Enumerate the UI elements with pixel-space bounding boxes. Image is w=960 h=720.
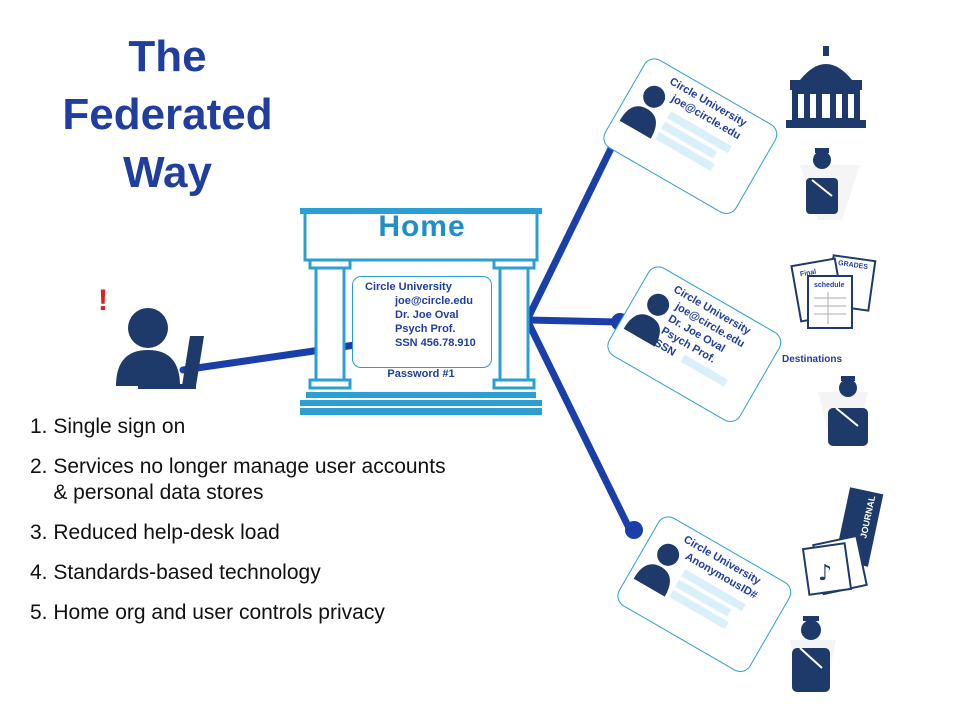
destinations-label: Destinations (782, 354, 843, 365)
service-card-3: Circle University Anonymous ID# (613, 512, 796, 677)
alert-icon: ! (98, 284, 108, 317)
title-line-2: Federated (62, 90, 273, 139)
home-card-email: joe@circle.edu (395, 295, 473, 307)
user-icon (116, 308, 204, 389)
home-password-label: Password #1 (387, 368, 455, 380)
schedule-label: schedule (814, 282, 845, 289)
guard-icon-2 (818, 376, 868, 446)
connector-dot-3 (625, 521, 643, 539)
benefit-3: 3. Reduced help-desk load (30, 521, 280, 544)
home-to-service1-link (524, 126, 624, 322)
guard-icon-1 (806, 148, 838, 214)
service-card-2-person-icon (623, 293, 670, 347)
home-card-name: Dr. Joe Oval (395, 309, 459, 321)
home-building-icon (300, 208, 542, 415)
journal-music-icon: ♪ (801, 487, 884, 596)
service-card-1-person-icon (619, 85, 666, 139)
benefit-4: 4. Standards-based technology (30, 561, 321, 584)
title-line-3: Way (123, 148, 212, 197)
home-to-service3-link (524, 318, 634, 534)
benefits-list: 1. Single sign on 2. Services no longer … (30, 414, 590, 626)
documents-icon (790, 254, 877, 329)
home-to-service2-link (524, 316, 621, 326)
service-card-2: Circle University joe@circle.edu Dr. Joe… (603, 262, 786, 427)
service-card-1: Circle University joe@circle.edu (599, 54, 782, 219)
guard-icon-3 (790, 616, 836, 692)
benefit-2: 2. Services no longer manage user accoun… (30, 455, 446, 478)
home-label: Home (378, 210, 466, 243)
benefit-1: 1. Single sign on (30, 415, 186, 438)
page-title: The Federated Way (40, 28, 295, 202)
title-line-1: The (128, 32, 207, 81)
benefit-2-cont: & personal data stores (30, 481, 264, 504)
svg-text:♪: ♪ (818, 561, 832, 586)
home-card-org: Circle University (365, 281, 452, 293)
home-card-ssn: SSN 456.78.910 (395, 337, 476, 349)
service-card-3-person-icon (633, 543, 680, 597)
home-card-role: Psych Prof. (395, 323, 456, 335)
home-id-card: Circle University joe@circle.edu Dr. Joe… (352, 276, 492, 368)
benefit-5: 5. Home org and user controls privacy (30, 601, 385, 624)
